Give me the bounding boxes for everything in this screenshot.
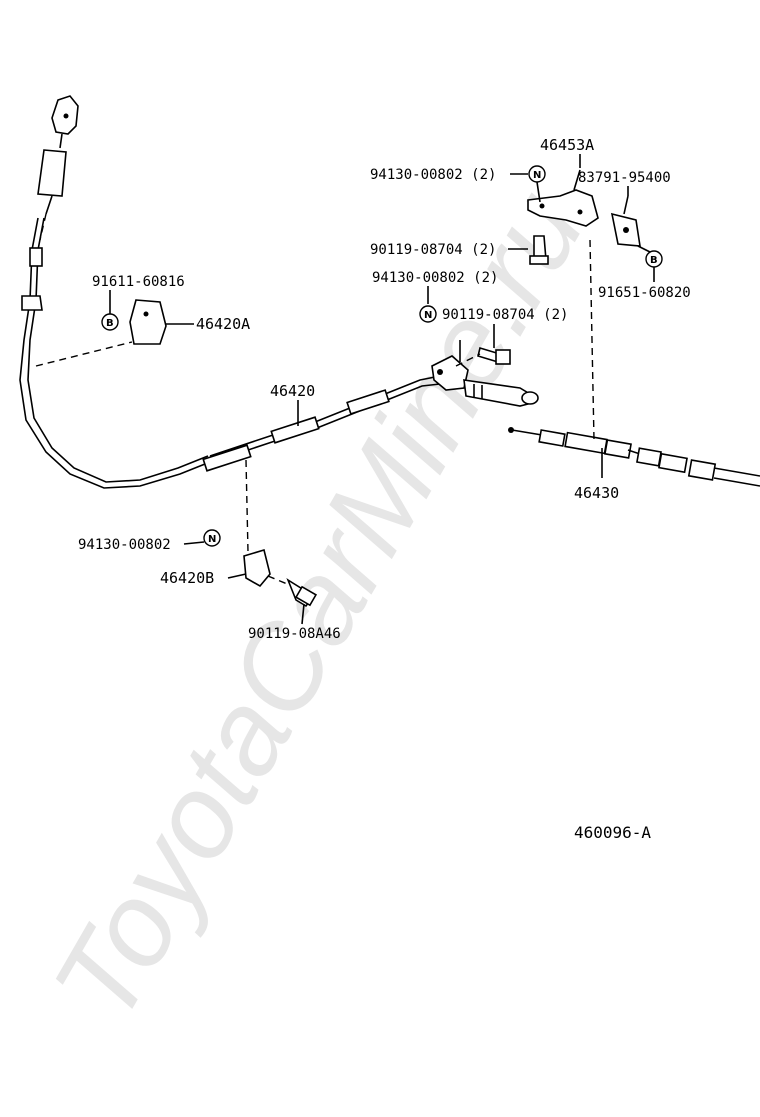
callout-94130-00802-top: 94130-00802 (2) [370, 167, 496, 183]
callout-90119-08704-top: 90119-08704 (2) [370, 242, 496, 258]
bolt-90119-08704-upper [529, 235, 549, 265]
callout-90119-08704-mid: 90119-08704 (2) [442, 307, 568, 323]
callout-46420: 46420 [270, 382, 315, 400]
bolt-90119-08704-mid [455, 346, 511, 367]
nut-badge-top: N [528, 165, 546, 183]
callout-94130-00802-mid: 94130-00802 (2) [372, 270, 498, 286]
watermark: ToyotaCarMine.ru [28, 169, 609, 1043]
main-cable-46420[interactable] [19, 217, 441, 489]
bolt-badge-right: B [645, 250, 663, 268]
bracket-46420A[interactable] [35, 299, 167, 367]
svg-text:N: N [208, 534, 216, 545]
figure-reference: 460096-A [574, 823, 651, 842]
nut-badge-mid: N [419, 305, 437, 323]
nut-badge-low: N [203, 529, 221, 547]
brake-lever-assembly [37, 95, 79, 241]
bolt-badge-left: B [101, 313, 119, 331]
svg-text:B: B [106, 318, 114, 329]
svg-text:N: N [424, 310, 432, 321]
callout-46430: 46430 [574, 484, 619, 502]
callout-90119-08A46: 90119-08A46 [248, 626, 341, 642]
callout-46453A: 46453A [540, 136, 594, 154]
callout-46420A: 46420A [196, 315, 250, 333]
callout-46420B: 46420B [160, 569, 214, 587]
callout-91651-60820: 91651-60820 [598, 285, 691, 301]
clip-83791-95400[interactable] [610, 195, 641, 247]
rear-cable-46430[interactable] [508, 239, 760, 487]
callout-83791-95400: 83791-95400 [578, 170, 671, 186]
callout-91611-60816: 91611-60816 [92, 274, 185, 290]
svg-text:N: N [533, 170, 541, 181]
svg-text:B: B [650, 255, 658, 266]
bracket-46453A[interactable] [527, 169, 599, 227]
bolt-90119-08A46 [286, 578, 318, 608]
callout-94130-00802-low: 94130-00802 [78, 537, 171, 553]
